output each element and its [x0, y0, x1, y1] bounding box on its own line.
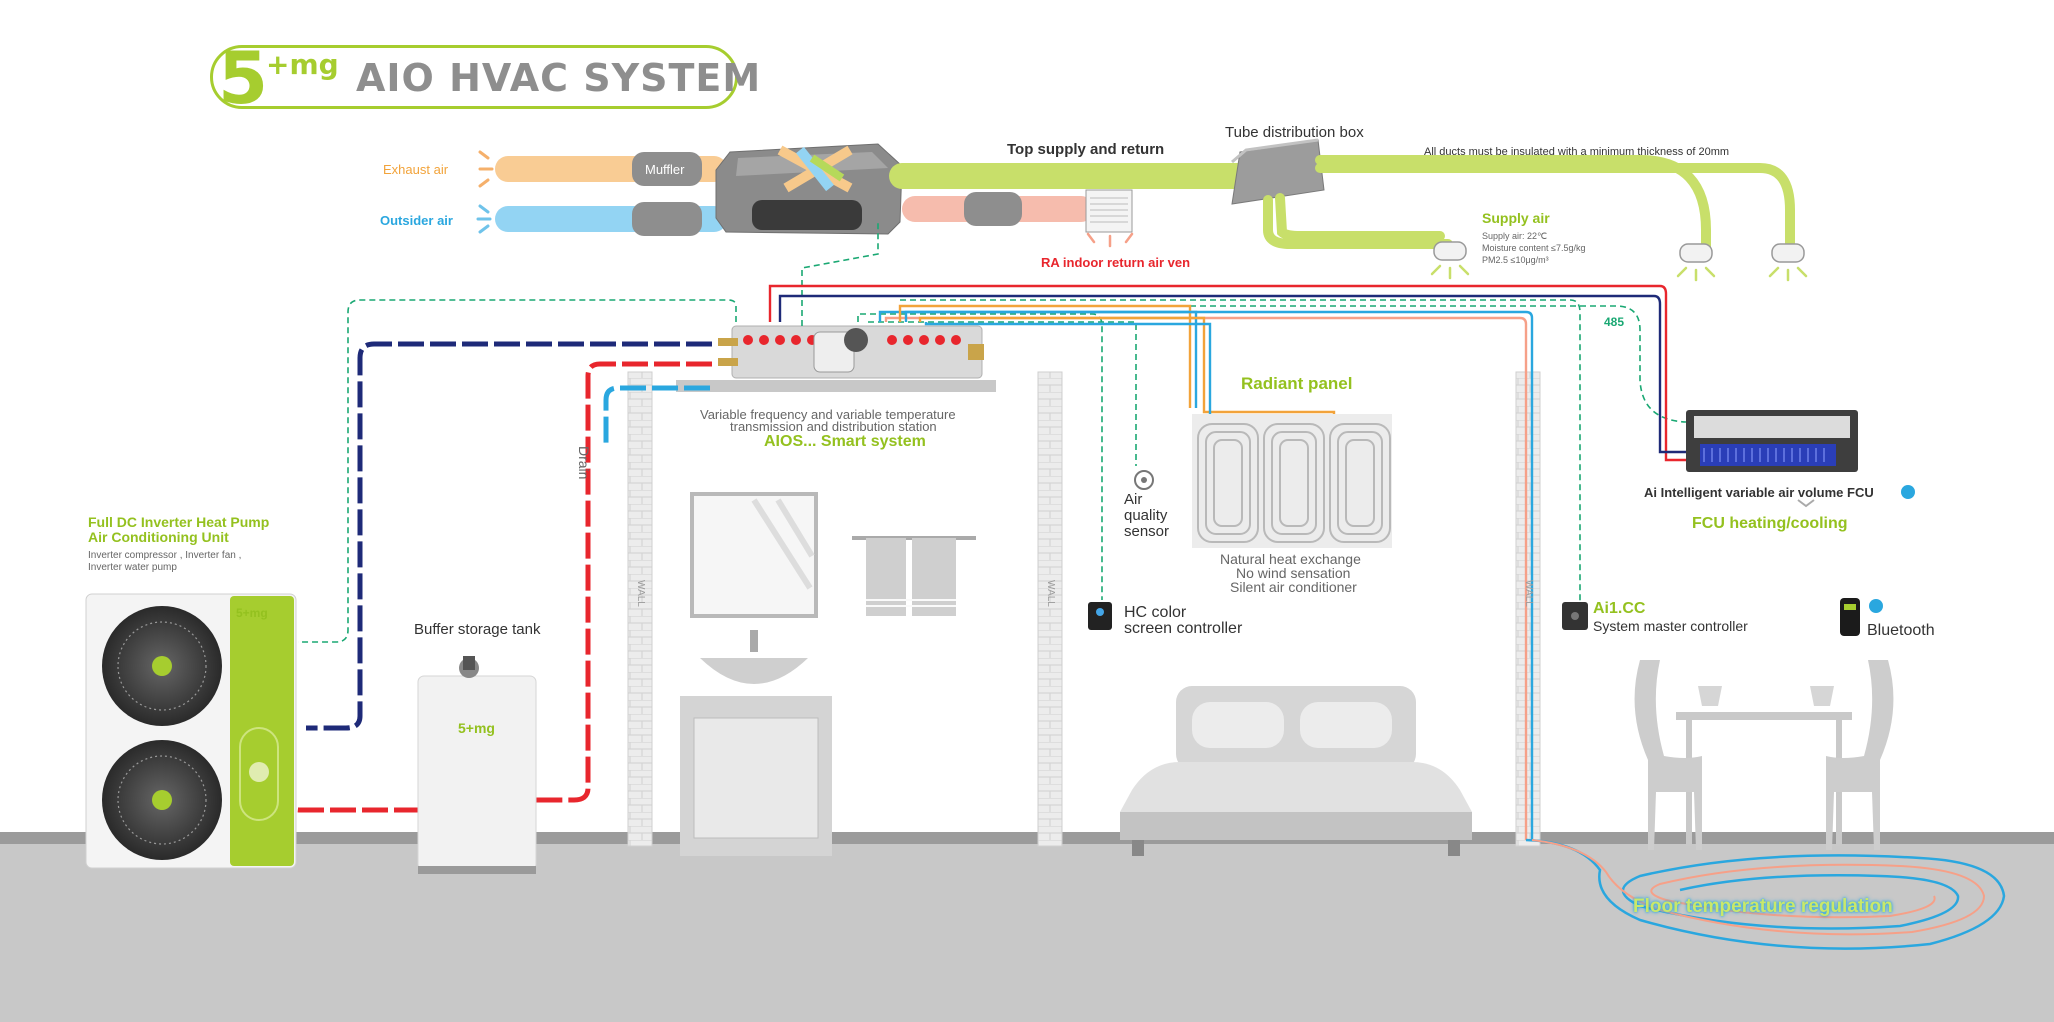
wall-label-3: WALL: [1523, 580, 1534, 607]
wall-label-2: WALL: [1045, 580, 1056, 607]
supply-vent-2: [1679, 243, 1713, 263]
outside-air-label: Outsider air: [380, 213, 453, 228]
hc-label-1: HC color: [1124, 604, 1187, 621]
unit-logo: 5+mg: [236, 606, 268, 620]
return-pipe: [306, 341, 712, 731]
phone-icon: [1840, 598, 1860, 636]
wall-middle: [1037, 371, 1063, 847]
muffler-bottom: [632, 202, 702, 236]
wall-label-1: WALL: [635, 580, 646, 607]
logo-superscript: +mg: [266, 48, 339, 81]
distribution-box-label: Tube distribution box: [1225, 124, 1364, 141]
heat-pump-desc-1: Inverter compressor , Inverter fan ,: [88, 550, 242, 561]
wall-right: [1515, 371, 1541, 847]
bed: [1120, 762, 1472, 812]
supply-air-temp: Supply air: 22℃: [1482, 231, 1548, 241]
air-quality-label-3: sensor: [1124, 523, 1170, 540]
buffer-tank: [417, 675, 537, 871]
wall-left: [627, 371, 653, 847]
bus-485-label: 485: [1604, 315, 1625, 329]
supply-pipe: [536, 361, 712, 803]
floor-heating-loop: [1525, 838, 2006, 950]
drain-label: Drain: [576, 446, 592, 480]
ai1cc-sub: System master controller: [1593, 618, 1748, 634]
air-quality-label-1: Air: [1124, 491, 1143, 508]
top-supply-label: Top supply and return: [1007, 141, 1165, 158]
heat-pump-title-2: Air Conditioning Unit: [88, 529, 229, 545]
insulation-note: All ducts must be insulated with a minim…: [1424, 146, 1730, 158]
air-quality-label-2: quality: [1124, 507, 1168, 524]
sink: [700, 658, 808, 684]
table-top: [1676, 712, 1852, 720]
exhaust-air-label: Exhaust air: [383, 162, 449, 177]
supply-vent-1: [1433, 241, 1467, 261]
radiant-panel-area: [1192, 414, 1392, 548]
floor-regulation-label: Floor temperature regulation: [1633, 896, 1893, 917]
hc-label-2: screen controller: [1124, 620, 1243, 637]
manifold-shelf: [676, 380, 996, 392]
signal-to-hp: [298, 299, 737, 643]
supply-vent-3: [1771, 243, 1805, 263]
radiant-desc-2: No wind sensation: [1236, 565, 1351, 581]
fcu-title: Ai Intelligent variable air volume FCU: [1644, 485, 1874, 500]
supply-air-title: Supply air: [1482, 210, 1550, 226]
bluetooth-label: Bluetooth: [1867, 622, 1935, 639]
page-title: AIO HVAC SYSTEM: [356, 56, 762, 100]
towel: [866, 538, 906, 616]
radiant-desc-3: Silent air conditioner: [1230, 579, 1357, 595]
chair-right: [1826, 660, 1894, 850]
radiant-desc-1: Natural heat exchange: [1220, 551, 1361, 567]
ra-vent-label: RA indoor return air ven: [1041, 255, 1191, 270]
supply-air-moisture: Moisture content ≤7.5g/kg: [1482, 243, 1586, 253]
tank-to-pump: [285, 780, 420, 813]
heat-pump-desc-2: Inverter water pump: [88, 562, 177, 573]
logo-icon: 5: [218, 36, 269, 120]
fcu-sub: FCU heating/cooling: [1692, 515, 1848, 532]
heat-pump-title-1: Full DC Inverter Heat Pump: [88, 514, 270, 530]
aios-label: AIOS... Smart system: [764, 433, 926, 450]
mirror: [690, 492, 818, 618]
station-desc-2: transmission and distribution station: [730, 419, 937, 434]
chair-left: [1634, 660, 1702, 850]
ai1cc-title: Ai1.CC: [1593, 600, 1646, 617]
muffler-label: Muffler: [645, 162, 685, 177]
tank-logo: 5+mg: [458, 720, 495, 736]
bluetooth-icon: [1901, 485, 1915, 499]
supply-air-pm: PM2.5 ≤10μg/m³: [1482, 255, 1549, 265]
drain-pipe: [603, 385, 710, 446]
buffer-tank-label: Buffer storage tank: [414, 621, 541, 638]
radiant-panel-label: Radiant panel: [1241, 374, 1353, 393]
muffler-top: [632, 152, 702, 186]
ra-vent: [1085, 189, 1133, 233]
bluetooth-icon: [1869, 599, 1883, 613]
station-desc-1: Variable frequency and variable temperat…: [700, 407, 956, 422]
title-banner: [210, 45, 738, 109]
